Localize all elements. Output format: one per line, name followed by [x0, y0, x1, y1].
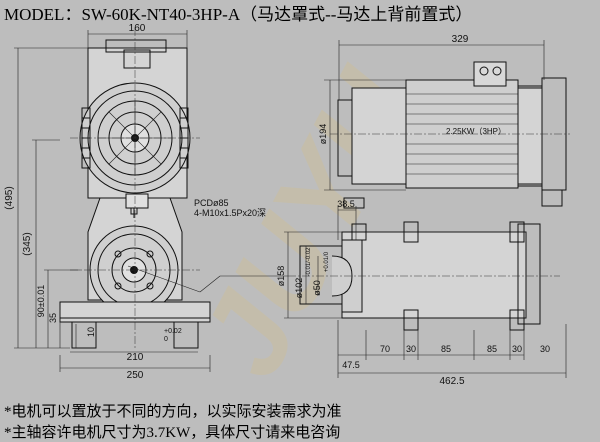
dim-motor-length: 329: [452, 34, 469, 45]
dim-tol-50: +0.01/0: [324, 251, 330, 272]
dim-dia-50: ø50: [312, 280, 322, 296]
dim-len-85b: 85: [487, 344, 497, 354]
dim-len-70: 70: [380, 344, 390, 354]
dim-pcd: PCDø85: [194, 198, 229, 208]
dim-len-30c: 30: [540, 344, 550, 354]
dim-motor-dia: ø194: [318, 124, 328, 145]
dim-tol-plus: +0.02: [164, 328, 182, 335]
dim-base-width: 250: [127, 370, 144, 381]
dim-len-85a: 85: [441, 344, 451, 354]
dim-total-length: 462.5: [439, 376, 464, 387]
page-title: MODEL：SW-60K-NT40-3HP-A（马达罩式--马达上背前置式）: [4, 5, 473, 24]
note-motor-size: *主轴容许电机尺寸为3.7KW，具体尺寸请来电咨询: [4, 425, 341, 441]
dim-foot-35: 35: [48, 313, 58, 323]
dim-dia-102: ø102: [294, 278, 304, 299]
note-motor-orientation: *电机可以置放于不同的方向，以实际安装需求为准: [4, 404, 342, 420]
dim-len-30b: 30: [512, 344, 522, 354]
dim-base-height: 90±0.01: [36, 285, 46, 317]
spindle-side-view: [299, 221, 541, 331]
dim-slot-210: 210: [127, 352, 144, 363]
motor-label: 2.25KW（3HP）: [446, 127, 506, 136]
dim-dia-158: ø158: [276, 266, 286, 287]
dim-top-width: 160: [129, 23, 146, 34]
dim-tol-102: -0.01/-0.02: [306, 247, 312, 277]
dim-total-height: (495): [4, 186, 15, 209]
dim-foot-10: 10: [86, 327, 96, 337]
dim-thread: 4-M10x1.5Px20深: [194, 208, 266, 218]
dim-len-30a: 30: [406, 344, 416, 354]
dim-mid-height: (345): [22, 232, 33, 255]
dim-len-47: 47.5: [342, 360, 360, 370]
dim-tol-zero: 0: [164, 336, 168, 343]
dim-flange-38: 38.5: [337, 199, 355, 209]
